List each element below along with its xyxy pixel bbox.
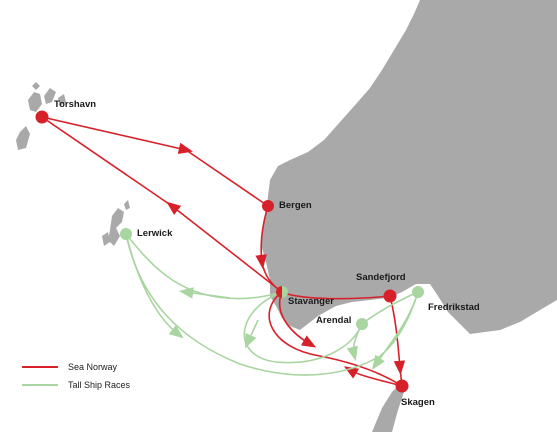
lerwick-marker: [120, 228, 132, 240]
legend-swatch-red: [22, 366, 58, 368]
stavanger-marker-half: [276, 286, 282, 298]
route-lerwick-fredrikstad: [125, 233, 419, 376]
sandefjord-label: Sandefjord: [356, 272, 406, 283]
torshavn-marker: [35, 110, 49, 124]
legend-row-tall-ship: Tall Ship Races: [22, 376, 130, 394]
route-lerwick-stavanger: [125, 233, 283, 300]
route-stavanger-arendal: [243, 291, 363, 364]
denmark-land: [372, 384, 404, 432]
scandinavia-land: [262, 0, 557, 334]
fredrikstad-marker: [412, 286, 424, 298]
bergen-marker: [262, 200, 274, 212]
arendal-label: Arendal: [316, 315, 352, 326]
land-masses: [16, 0, 557, 432]
skagen-marker: [395, 379, 409, 393]
fredrikstad-label: Fredrikstad: [428, 302, 480, 313]
skagen-label: Skagen: [401, 397, 435, 408]
route-stavanger-torshavn: [166, 201, 283, 293]
legend-tall-ship-label: Tall Ship Races: [68, 380, 131, 390]
route-torshavn-bergen: [41, 116, 194, 155]
torshavn-label: Torshavn: [54, 99, 97, 110]
legend-swatch-green: [22, 384, 58, 386]
shetland-land: [108, 208, 124, 246]
route-stavanger-skagen: [268, 291, 403, 387]
faroe-islands-land: [28, 92, 42, 112]
lerwick-label: Lerwick: [137, 228, 173, 239]
arendal-marker: [356, 318, 368, 330]
sandefjord-marker: [383, 289, 397, 303]
legend-row-sea-norway: Sea Norway: [22, 358, 130, 376]
city-markers: [35, 110, 424, 393]
legend: Sea Norway Tall Ship Races: [22, 358, 130, 394]
bergen-label: Bergen: [279, 200, 312, 211]
route-sandefjord-skagen: [389, 295, 406, 376]
legend-sea-norway-label: Sea Norway: [68, 362, 118, 372]
stavanger-label: Stavanger: [288, 296, 334, 307]
